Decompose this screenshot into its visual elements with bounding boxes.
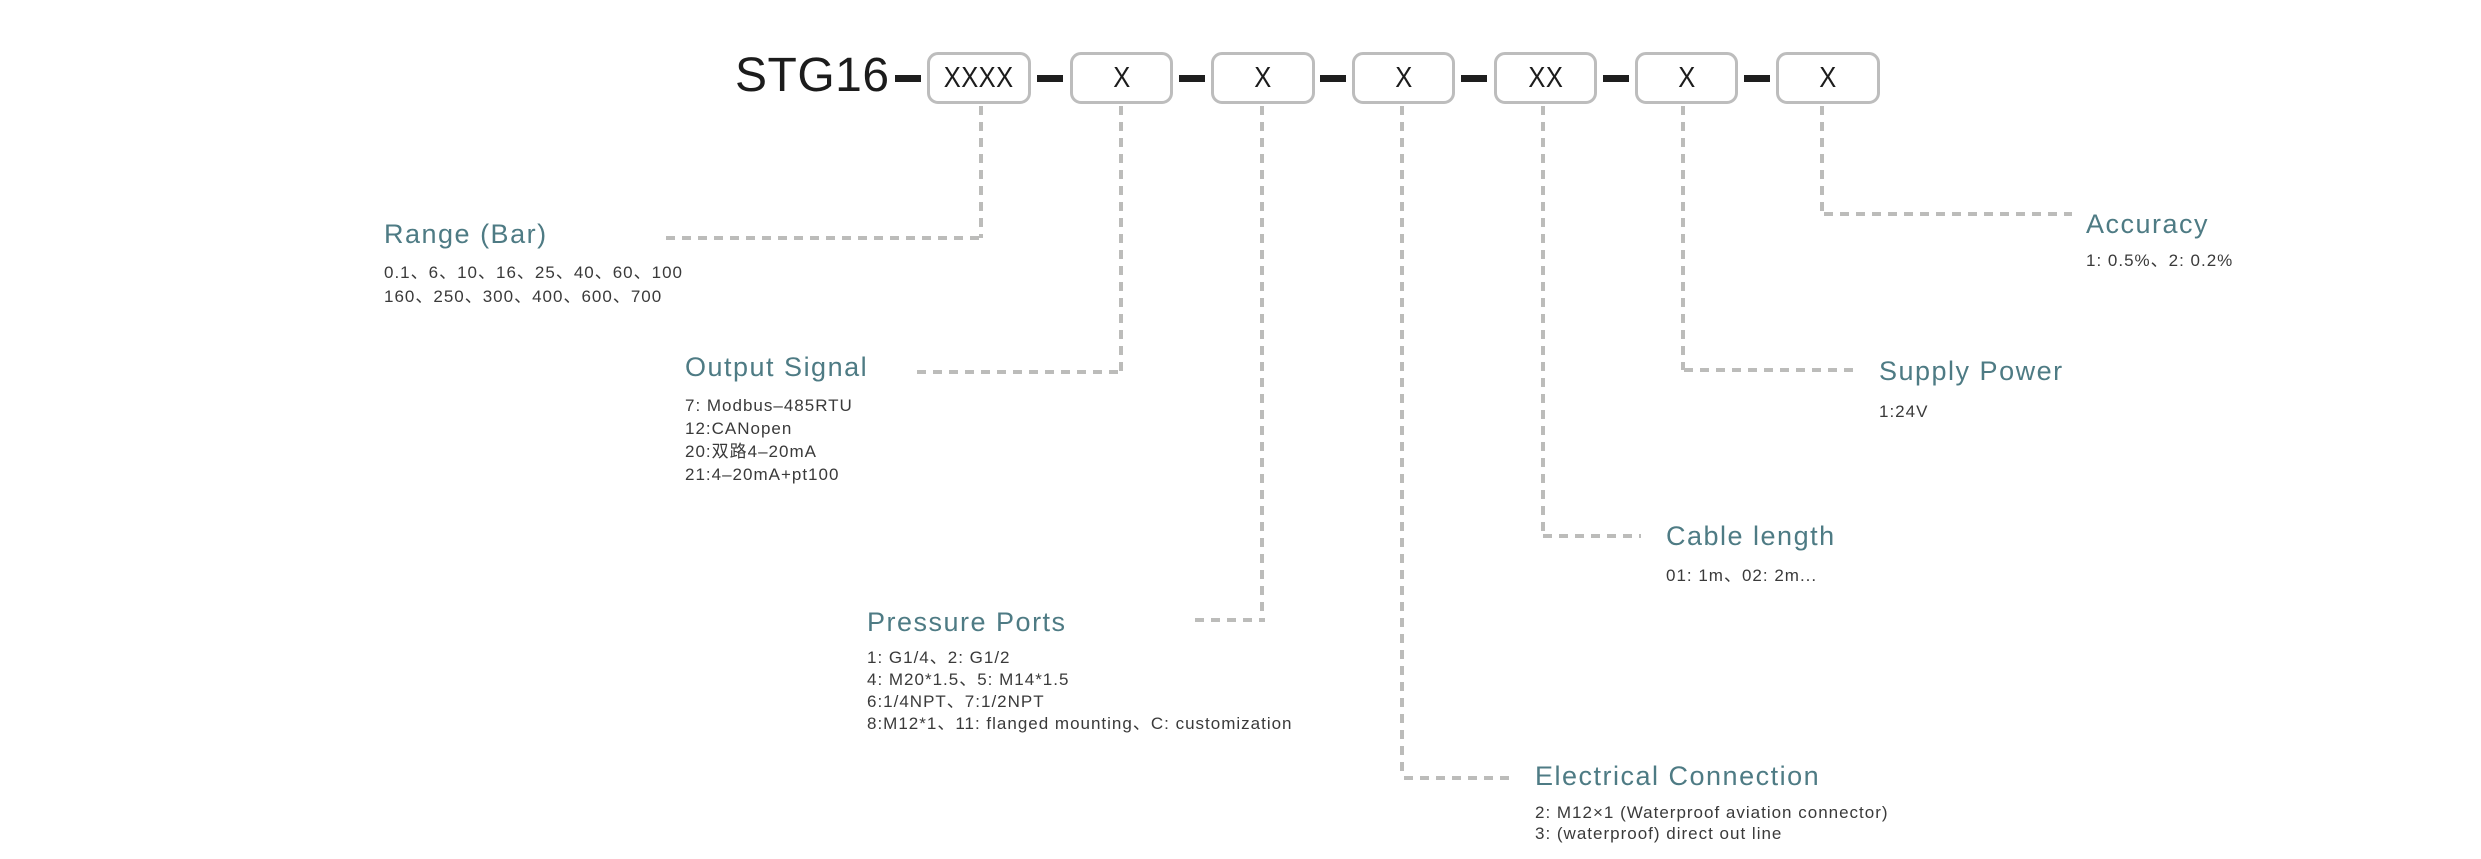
connector-electrical-connection-vertical — [1400, 106, 1404, 778]
section-line: 0.1、6、10、16、25、40、60、100 — [384, 263, 683, 282]
code-separator-dash — [1179, 75, 1205, 82]
connector-pressure-ports-horizontal — [1195, 618, 1265, 622]
section-body-electrical-connection: 2: M12×1 (Waterproof aviation connector)… — [1535, 802, 1889, 844]
code-box-cable-length: XX — [1494, 52, 1597, 104]
section-title-cable-length: Cable length — [1666, 521, 1836, 551]
code-separator-dash — [1037, 75, 1063, 82]
section-title-range: Range (Bar) — [384, 219, 548, 249]
section-line: 7: Modbus–485RTU — [685, 396, 853, 415]
connector-output-signal-vertical — [1119, 106, 1123, 372]
code-box-cable-length-label: XX — [1528, 61, 1563, 94]
code-box-output-signal-label: X — [1112, 61, 1131, 94]
section-line: 20:双路4–20mA — [685, 442, 817, 461]
section-title-output-signal: Output Signal — [685, 352, 869, 382]
connector-accuracy-vertical — [1820, 106, 1824, 214]
code-box-range-label: XXXX — [944, 61, 1014, 94]
section-title-accuracy: Accuracy — [2086, 209, 2210, 239]
section-line: 21:4–20mA+pt100 — [685, 465, 840, 484]
connector-pressure-ports-vertical — [1260, 106, 1264, 620]
code-box-range: XXXX — [927, 52, 1031, 104]
connector-output-signal-horizontal — [917, 370, 1124, 374]
section-body-supply-power: 1:24V — [1879, 400, 1928, 423]
code-box-pressure-ports: X — [1211, 52, 1315, 104]
connector-supply-power-vertical — [1681, 106, 1685, 370]
section-line: 3: (waterproof) direct out line — [1535, 824, 1783, 843]
code-separator-dash — [1461, 75, 1487, 82]
section-line: 1: 0.5%、2: 0.2% — [2086, 251, 2234, 270]
connector-accuracy-horizontal — [1824, 212, 2072, 216]
section-body-cable-length: 01: 1m、02: 2m... — [1666, 564, 1817, 587]
section-body-output-signal: 7: Modbus–485RTU 12:CANopen 20:双路4–20mA … — [685, 394, 853, 486]
section-line: 1: G1/4、2: G1/2 — [867, 648, 1011, 667]
connector-supply-power-horizontal — [1684, 368, 1856, 372]
section-body-range: 0.1、6、10、16、25、40、60、100 160、250、300、400… — [384, 261, 683, 309]
section-line: 01: 1m、02: 2m... — [1666, 566, 1818, 585]
code-box-supply-power: X — [1635, 52, 1738, 104]
connector-electrical-connection-horizontal — [1404, 776, 1510, 780]
code-separator-dash — [1603, 75, 1629, 82]
section-line: 4: M20*1.5、5: M14*1.5 — [867, 670, 1070, 689]
code-box-electrical-connection: X — [1352, 52, 1455, 104]
section-line: 1:24V — [1879, 402, 1929, 421]
section-body-accuracy: 1: 0.5%、2: 0.2% — [2086, 249, 2233, 272]
model-prefix: STG16 — [735, 49, 890, 102]
section-title-supply-power: Supply Power — [1879, 356, 2064, 386]
code-box-output-signal: X — [1070, 52, 1173, 104]
connector-cable-length-vertical — [1541, 106, 1545, 536]
code-box-supply-power-label: X — [1677, 61, 1696, 94]
section-line: 12:CANopen — [685, 419, 793, 438]
section-title-electrical-connection: Electrical Connection — [1535, 761, 1821, 791]
connector-range-horizontal — [666, 236, 983, 240]
section-line: 160、250、300、400、600、700 — [384, 287, 663, 306]
section-line: 2: M12×1 (Waterproof aviation connector) — [1535, 803, 1889, 822]
code-separator-dash — [1744, 75, 1770, 82]
section-line: 6:1/4NPT、7:1/2NPT — [867, 692, 1045, 711]
section-body-pressure-ports: 1: G1/4、2: G1/2 4: M20*1.5、5: M14*1.5 6:… — [867, 647, 1293, 735]
code-box-electrical-connection-label: X — [1394, 61, 1413, 94]
connector-cable-length-horizontal — [1543, 534, 1641, 538]
section-line: 8:M12*1、11: flanged mounting、C: customiz… — [867, 714, 1293, 733]
code-separator-dash — [1320, 75, 1346, 82]
code-box-accuracy-label: X — [1819, 61, 1837, 94]
code-separator-dash — [895, 75, 921, 82]
code-box-pressure-ports-label: X — [1254, 61, 1272, 94]
section-title-pressure-ports: Pressure Ports — [867, 607, 1067, 637]
code-box-accuracy: X — [1776, 52, 1880, 104]
connector-range-vertical — [979, 106, 983, 238]
